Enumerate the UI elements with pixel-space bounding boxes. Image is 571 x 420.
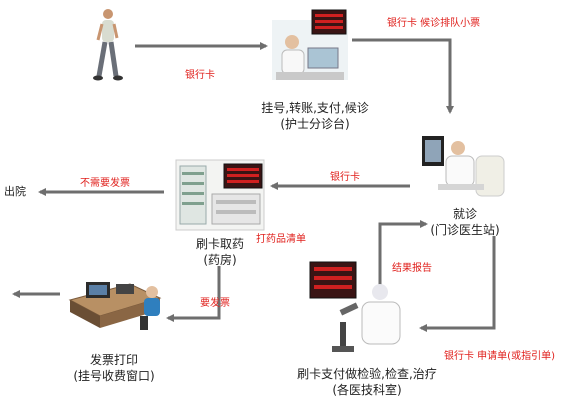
caption-pharmacy-line2: (药房) [203,253,237,267]
label-need-invoice: 要发票 [200,298,230,309]
nurse-station-icon [272,9,348,80]
arrow-tech-to-consult [378,220,428,296]
caption-tech: 刷卡支付做检验,检查,治疗 (各医技科室) [282,366,452,398]
caption-invoice-line2: (挂号收费窗口) [73,369,155,383]
label-print-drug-list: 打药品清单 [256,234,306,245]
caption-consult-line2: (门诊医生站) [430,223,500,237]
arrow-triage-to-consult [352,38,454,114]
lab-microscope-icon [309,261,401,352]
caption-triage-line1: 挂号,转账,支付,候诊 [261,101,369,115]
caption-consult-line1: 就诊 [452,207,477,221]
label-bank-card-2: 银行卡 [330,172,360,183]
arrows [12,38,496,332]
caption-consult: 就诊 (门诊医生站) [420,206,510,238]
label-bank-card-1: 银行卡 [185,70,215,81]
printer-desk-icon [68,282,162,330]
caption-invoice: 发票打印 (挂号收费窗口) [54,352,174,384]
label-no-invoice: 不需要发票 [80,178,130,189]
arrow-consult-to-tech [419,236,496,332]
label-exit: 出院 [4,185,26,198]
label-bank-card-order: 银行卡 申请单(或指引单) [444,351,555,362]
arrow-pharmacy-to-invoice [166,266,221,322]
caption-tech-line1: 刷卡支付做检验,检查,治疗 [297,367,437,381]
doctor-xray-icon [422,136,505,197]
caption-triage-line2: (护士分诊台) [280,117,350,131]
pharmacy-shelves-icon [175,159,265,231]
caption-triage: 挂号,转账,支付,候诊 (护士分诊台) [250,100,380,132]
walking-man-icon [93,9,123,81]
label-bank-card-queue: 银行卡 候诊排队小票 [387,18,481,29]
label-result-report: 结果报告 [392,263,432,274]
caption-pharmacy-line1: 刷卡取药 [195,237,244,251]
caption-pharmacy: 刷卡取药 (药房) [175,236,265,268]
caption-invoice-line1: 发票打印 [89,353,138,367]
caption-tech-line2: (各医技科室) [332,383,402,397]
